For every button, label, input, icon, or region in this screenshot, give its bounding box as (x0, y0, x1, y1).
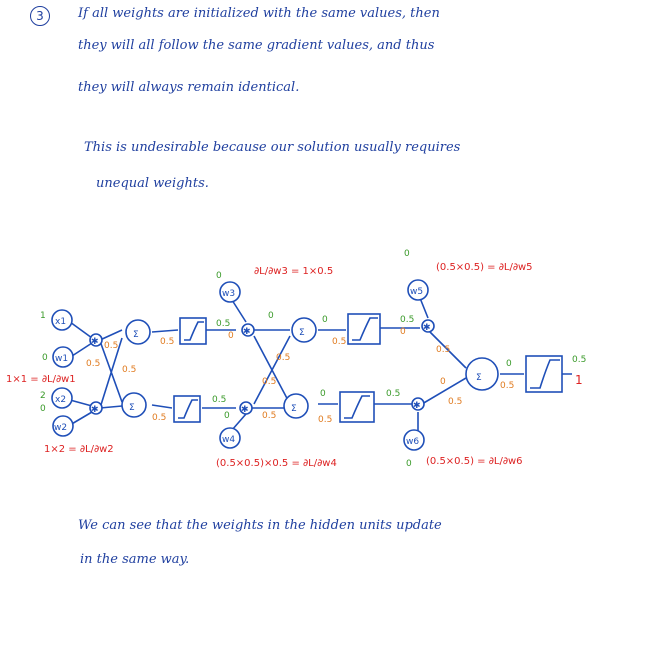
mult-node-2 (89, 401, 103, 415)
x2-value: 2 (40, 391, 46, 401)
value-label-7: 0.5 (212, 395, 226, 405)
zero-label-3: 0 (228, 331, 234, 341)
weight-label-w3: w3 (222, 289, 235, 299)
mult-symbol-4: ✱ (241, 405, 249, 415)
output-sum-node (465, 357, 499, 391)
sum-symbol-4: Σ (291, 404, 297, 414)
weight-node-w3 (219, 281, 241, 303)
mult-symbol-2: ✱ (91, 405, 99, 415)
gradient-w4: (0.5×0.5)×0.5 = ∂L/∂w4 (216, 458, 337, 469)
x1-value: 1 (40, 311, 46, 321)
sum-node-1 (125, 319, 151, 345)
input-node-w2 (52, 415, 74, 437)
value-label-8: 0.5 (276, 353, 290, 363)
zero-label-4: 0 (322, 315, 328, 325)
input-label-x1: x1 (55, 317, 66, 327)
zero-label-9: 0 (440, 377, 446, 387)
w2-value: 0 (40, 404, 46, 414)
paragraph2-line2: unequal weights. (96, 176, 209, 191)
input-label-x2: x2 (55, 395, 66, 405)
weight-label-w5: w5 (410, 287, 423, 297)
sum-node-2 (121, 392, 147, 418)
input-node-x2 (51, 387, 73, 409)
zero-label-10: 0 (506, 359, 512, 369)
input-node-w1 (52, 346, 74, 368)
gradient-w6: (0.5×0.5) = ∂L/∂w6 (426, 456, 523, 467)
zero-label-7: 0 (404, 249, 410, 259)
zero-label-5: 0 (320, 389, 326, 399)
paragraph2-line1: This is undesirable because our solution… (84, 140, 461, 155)
mult-node-4 (239, 401, 253, 415)
value-label-13: 0.5 (386, 389, 400, 399)
gradient-w1: 1×1 = ∂L/∂w1 (6, 374, 76, 385)
mult-node-5 (421, 319, 435, 333)
zero-label-8: 0 (400, 327, 406, 337)
paragraph3-line2: in the same way. (80, 552, 190, 567)
sum-symbol-1: Σ (133, 330, 139, 340)
value-label-18: 0.5 (572, 355, 586, 365)
w1-value: 0 (42, 353, 48, 363)
weight-node-w5 (407, 279, 429, 301)
paragraph1-line3: they will always remain identical. (78, 80, 300, 95)
item-number: 3 (30, 6, 50, 26)
value-label-5: 0.5 (152, 413, 166, 423)
paragraph3-line1: We can see that the weights in the hidde… (78, 518, 442, 533)
output-value: 1 (575, 373, 583, 387)
zero-label-6: 0 (224, 411, 230, 421)
value-label-10: 0.5 (262, 411, 276, 421)
paragraph1-line2: they will all follow the same gradient v… (78, 38, 435, 53)
input-label-w2: w2 (54, 423, 67, 433)
mult-symbol-5: ✱ (423, 323, 431, 333)
sum-node-3 (291, 317, 317, 343)
zero-label-1: 0 (216, 271, 222, 281)
value-label-12: 0.5 (332, 337, 346, 347)
mult-symbol-6: ✱ (413, 401, 421, 411)
activation-box-3 (347, 313, 381, 345)
gradient-w5: (0.5×0.5) = ∂L/∂w5 (436, 262, 533, 273)
zero-label-11: 0 (406, 459, 412, 469)
mult-node-3 (241, 323, 255, 337)
graph-edges (69, 297, 572, 436)
value-label-16: 0.5 (448, 397, 462, 407)
weight-label-w4: w4 (222, 435, 235, 445)
output-sum-symbol: Σ (476, 373, 482, 383)
value-label-17: 0.5 (500, 381, 514, 391)
sum-node-4 (283, 393, 309, 419)
mult-symbol-1: ✱ (91, 337, 99, 347)
input-label-w1: w1 (55, 354, 68, 364)
value-label-6: 0.5 (216, 319, 230, 329)
input-nodes: x1 w1 x2 w2 (51, 309, 74, 437)
zero-label-2: 0 (268, 311, 274, 321)
paragraph1-line1: If all weights are initialized with the … (78, 6, 440, 21)
weight-node-w6 (403, 429, 425, 451)
sum-symbol-2: Σ (129, 403, 135, 413)
value-label-3: 0.5 (122, 365, 136, 375)
value-label-9: 0.5 (262, 377, 276, 387)
gradient-w2: 1×2 = ∂L/∂w2 (44, 444, 114, 455)
mult-node-6 (411, 397, 425, 411)
value-label-1: 0.5 (104, 341, 118, 351)
weight-label-w6: w6 (406, 437, 419, 447)
value-label-15: 0.5 (436, 345, 450, 355)
weight-node-w4 (219, 427, 241, 449)
mult-node-1 (89, 333, 103, 347)
mult-symbol-3: ✱ (243, 327, 251, 337)
gradient-w3: ∂L/∂w3 = 1×0.5 (254, 266, 333, 277)
value-label-14: 0.5 (400, 315, 414, 325)
sum-symbol-3: Σ (299, 328, 305, 338)
value-label-11: 0.5 (318, 415, 332, 425)
input-node-x1 (51, 309, 73, 331)
value-label-4: 0.5 (160, 337, 174, 347)
value-label-2: 0.5 (86, 359, 100, 369)
